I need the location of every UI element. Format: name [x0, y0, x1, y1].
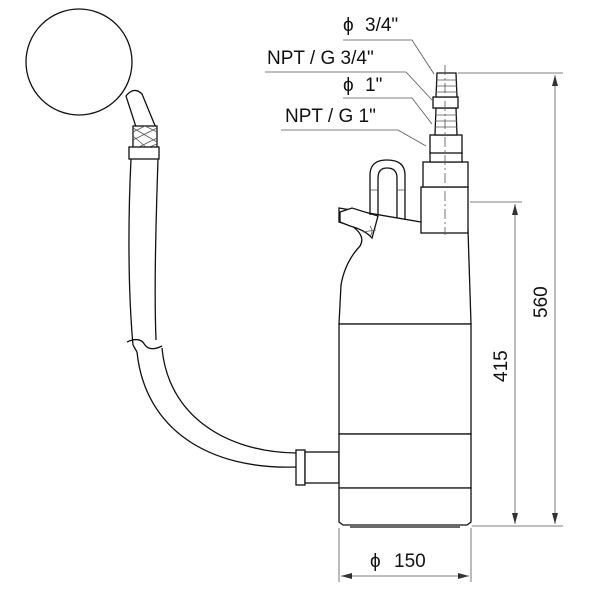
dimension-lines — [338, 72, 563, 582]
label-hose-diameter-large: 1" — [365, 75, 382, 96]
pump-body — [338, 159, 472, 528]
cable-entry-fitting — [295, 449, 340, 486]
diameter-symbol: ϕ — [370, 551, 381, 572]
dimension-body-diameter: 150 — [394, 551, 426, 572]
power-cable — [126, 158, 297, 468]
label-thread-large: NPT / G 1" — [285, 106, 376, 127]
diameter-symbol: ϕ — [343, 15, 354, 36]
leader-lines — [265, 39, 435, 147]
cable-sleeve — [128, 125, 160, 160]
label-thread-small: NPT / G 3/4" — [267, 48, 374, 69]
dimension-body-height: 415 — [491, 350, 512, 382]
label-hose-diameter-small: 3/4" — [365, 15, 398, 36]
float-arm — [125, 89, 157, 131]
outlet-connector — [420, 65, 469, 235]
float-ball — [25, 8, 133, 116]
diameter-symbol: ϕ — [343, 75, 354, 96]
dimension-total-height: 560 — [531, 286, 552, 318]
